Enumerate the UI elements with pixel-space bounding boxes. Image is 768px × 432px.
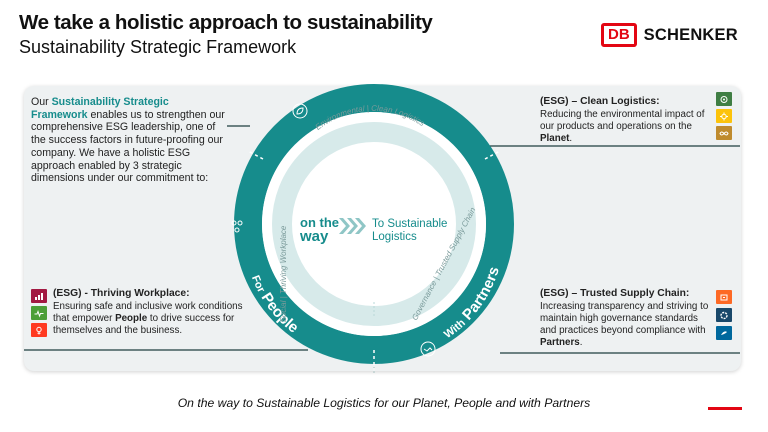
thriving-workplace-heading: (ESG) - Thriving Workplace: xyxy=(53,288,190,299)
sdg-3-health-icon xyxy=(31,306,47,320)
page-title: We take a holistic approach to sustainab… xyxy=(19,11,433,34)
thriving-workplace-box: (ESG) - Thriving Workplace: Ensuring saf… xyxy=(53,288,243,336)
sdg-16-peace-icon xyxy=(716,326,732,340)
logo-name: SCHENKER xyxy=(643,25,738,44)
page-subtitle: Sustainability Strategic Framework xyxy=(19,37,297,57)
handshake-icon xyxy=(420,341,436,357)
ring-separator-right xyxy=(484,150,501,160)
trusted-supply-chain-box: (ESG) – Trusted Supply Chain: Increasing… xyxy=(540,288,712,349)
sdg-8-work-icon xyxy=(31,289,47,303)
sdg-13-climate-icon xyxy=(716,92,732,106)
sdg-17-partnerships-icon xyxy=(716,308,732,322)
center-target-line1: To Sustainable xyxy=(372,218,448,230)
trusted-supply-chain-body: Increasing transparency and striving to … xyxy=(540,301,709,336)
intro-lead: Our xyxy=(31,96,52,108)
sdg-9-industry-icon xyxy=(716,290,732,304)
intro-highlight: Sustainability Strategic Framework xyxy=(31,96,169,121)
center-on-the-way: on the way xyxy=(300,216,339,244)
ring-separator-left xyxy=(247,150,264,160)
thriving-workplace-keyword: People xyxy=(115,313,148,324)
clean-logistics-heading: (ESG) – Clean Logistics: xyxy=(540,96,660,107)
sdg-12-consumption-icon xyxy=(716,126,732,140)
sdg-7-energy-icon xyxy=(716,109,732,123)
sdg-5-gender-icon xyxy=(31,323,47,337)
db-schenker-logo: DB SCHENKER xyxy=(601,23,738,47)
intro-text: Our Sustainability Strategic Framework e… xyxy=(31,96,227,185)
trusted-supply-chain-keyword: Partners xyxy=(540,337,580,348)
inner-label-social: Social | Thriving Workplace xyxy=(279,225,288,322)
center-on-the: on the xyxy=(300,215,339,230)
clean-logistics-box: (ESG) – Clean Logistics: Reducing the en… xyxy=(540,96,712,145)
logo-mark: DB xyxy=(601,23,637,47)
forward-arrows-icon xyxy=(339,218,366,234)
tagline: On the way to Sustainable Logistics for … xyxy=(177,396,591,410)
clean-logistics-body: Reducing the environmental impact of our… xyxy=(540,109,705,132)
center-target: To Sustainable Logistics xyxy=(372,218,447,243)
clean-logistics-keyword: Planet xyxy=(540,133,570,144)
intro-body: enables us to strengthen our comprehensi… xyxy=(31,108,225,185)
people-group-icon xyxy=(231,220,243,233)
brand-accent-bar xyxy=(708,407,742,410)
center-target-line2: Logistics xyxy=(372,230,417,243)
trusted-supply-chain-heading: (ESG) – Trusted Supply Chain: xyxy=(540,288,690,299)
thriving-workplace-body: Ensuring safe and inclusive work conditi… xyxy=(53,301,243,324)
center-disc xyxy=(302,152,446,296)
leaf-icon xyxy=(292,103,308,119)
center-way: way xyxy=(300,228,329,245)
